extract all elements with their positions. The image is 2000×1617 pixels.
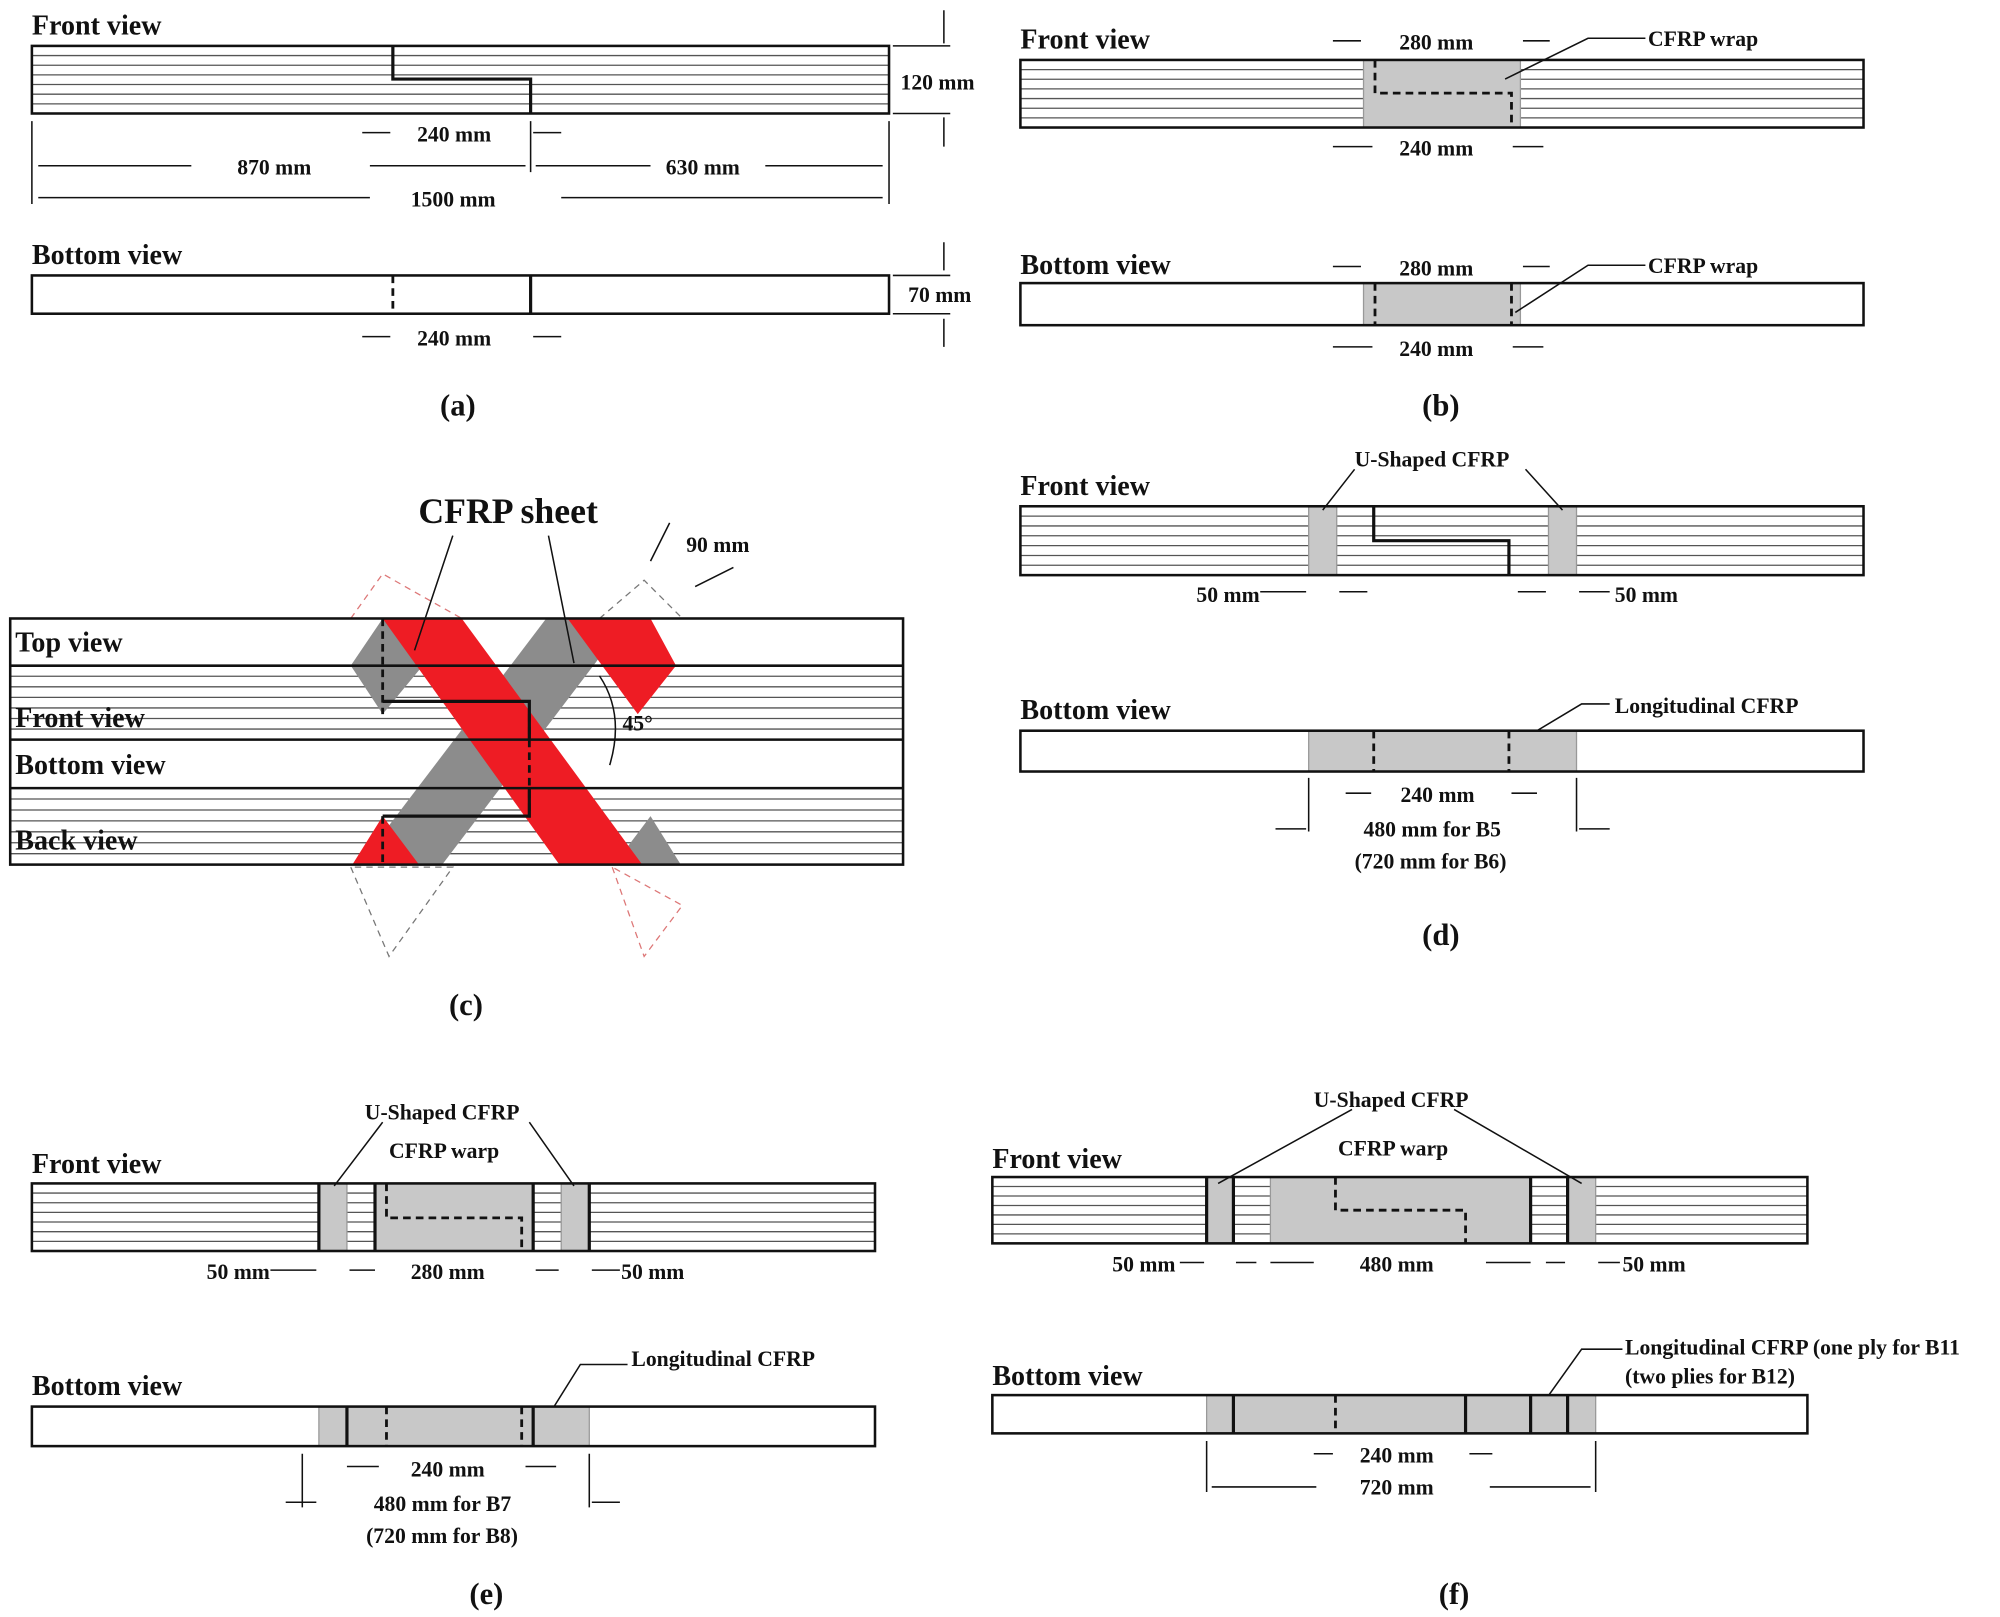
longitudinal-cfrp-label: Longitudinal CFRP (one ply for B11 — [1625, 1335, 1960, 1359]
bottom-view-label: Bottom view — [992, 1361, 1143, 1392]
dim-720: 720 mm — [1360, 1476, 1434, 1500]
dim-50-left: 50 mm — [1196, 583, 1259, 607]
dim-870: 870 mm — [237, 156, 311, 180]
dim-480: 480 mm for B5 — [1364, 818, 1502, 842]
caption-c: (c) — [449, 988, 483, 1022]
u-shaped-cfrp-label: U-Shaped CFRP — [1355, 448, 1510, 472]
panel-c: CFRP sheet 90 mm 45° Top view Front view… — [8, 491, 905, 1022]
front-view-label: Front view — [32, 10, 162, 41]
scarf-joint — [391, 45, 533, 114]
caption-a: (a) — [440, 389, 476, 423]
dim-630: 630 mm — [666, 156, 740, 180]
dim-240: 240 mm — [1401, 783, 1475, 807]
front-view-label: Front view — [32, 1149, 162, 1180]
caption-b: (b) — [1422, 389, 1459, 423]
dim-280-bottom: 280 mm — [1399, 256, 1473, 280]
beam-bottom — [991, 1393, 1809, 1435]
dim-50-right: 50 mm — [1622, 1252, 1685, 1276]
beam-front — [1019, 504, 1865, 577]
top-view-label: Top view — [15, 628, 123, 659]
dim-70: 70 mm — [908, 283, 971, 307]
bottom-view-label: Bottom view — [1020, 695, 1171, 726]
beam-laminations — [10, 54, 1864, 1242]
beam-bottom — [30, 1405, 877, 1448]
panel-f: Front view U-Shaped CFRP CFRP warp 50 mm… — [991, 1088, 1960, 1611]
dim-280: 280 mm — [1399, 31, 1473, 55]
dim-50-right: 50 mm — [1615, 583, 1678, 607]
dim-480: 480 mm for B7 — [374, 1492, 512, 1516]
cfrp-sheet-label: CFRP sheet — [418, 491, 598, 531]
cfrp-warp-label: CFRP warp — [1338, 1136, 1448, 1160]
dim-50-right: 50 mm — [621, 1260, 684, 1284]
beam-front — [30, 44, 891, 115]
dim-240-bottom: 240 mm — [417, 327, 491, 351]
u-shaped-cfrp-label: U-Shaped CFRP — [365, 1101, 520, 1125]
angle-45: 45° — [622, 712, 652, 736]
dim-720: (720 mm for B6) — [1355, 849, 1507, 873]
bottom-view-label: Bottom view — [15, 750, 166, 781]
cfrp-sheet-red — [382, 618, 643, 865]
beam-bottom — [1019, 729, 1865, 773]
dim-120: 120 mm — [901, 70, 975, 94]
beam-front — [991, 1175, 1809, 1245]
panel-b: Front view 280 mm 240 mm CFRP wrap Botto… — [1019, 24, 1865, 423]
u-shaped-cfrp-label: U-Shaped CFRP — [1314, 1088, 1469, 1112]
dim-240: 240 mm — [1399, 137, 1473, 161]
caption-e: (e) — [469, 1577, 503, 1611]
front-view-label: Front view — [1020, 24, 1150, 55]
panel-d: Front view U-Shaped CFRP 50 mm 50 mm Bot… — [1019, 448, 1865, 952]
beam-bottom — [1019, 281, 1865, 327]
beam-front — [30, 1182, 877, 1253]
dim-720: (720 mm for B8) — [366, 1524, 518, 1548]
dim-240: 240 mm — [411, 1458, 485, 1482]
beam-bottom — [30, 274, 891, 315]
front-view-label: Front view — [1020, 471, 1150, 502]
longitudinal-cfrp-label: Longitudinal CFRP — [1615, 694, 1799, 718]
beam-front — [1019, 58, 1865, 129]
cfrp-wrap-label: CFRP wrap — [1648, 27, 1758, 51]
longitudinal-cfrp-label: Longitudinal CFRP — [631, 1347, 815, 1371]
dim-1500: 1500 mm — [411, 188, 496, 212]
panel-e: Front view U-Shaped CFRP CFRP warp 50 mm… — [30, 1101, 877, 1611]
caption-d: (d) — [1422, 918, 1459, 952]
back-view-label: Back view — [15, 825, 138, 856]
cfrp-wrap-label-bottom: CFRP wrap — [1648, 254, 1758, 278]
dim-240: 240 mm — [417, 123, 491, 147]
dim-480: 480 mm — [1360, 1252, 1434, 1276]
dim-280: 280 mm — [411, 1260, 485, 1284]
front-view-label: Front view — [992, 1144, 1122, 1175]
cfrp-warp-label: CFRP warp — [389, 1139, 499, 1163]
bottom-view-label: Bottom view — [32, 240, 183, 271]
dim-50-left: 50 mm — [207, 1260, 270, 1284]
beam-unfolded — [8, 617, 905, 866]
dim-240-bottom: 240 mm — [1399, 337, 1473, 361]
dim-50-left: 50 mm — [1112, 1252, 1175, 1276]
dim-90: 90 mm — [686, 533, 749, 557]
longitudinal-cfrp-label-2: (two plies for B12) — [1625, 1365, 1795, 1389]
panel-a: Front view 120 mm 240 mm 870 mm 630 mm 1… — [30, 10, 975, 423]
bottom-view-label: Bottom view — [1020, 250, 1171, 281]
bottom-view-label: Bottom view — [32, 1371, 183, 1402]
dim-240: 240 mm — [1360, 1444, 1434, 1468]
caption-f: (f) — [1439, 1577, 1470, 1611]
front-view-label: Front view — [15, 703, 145, 734]
